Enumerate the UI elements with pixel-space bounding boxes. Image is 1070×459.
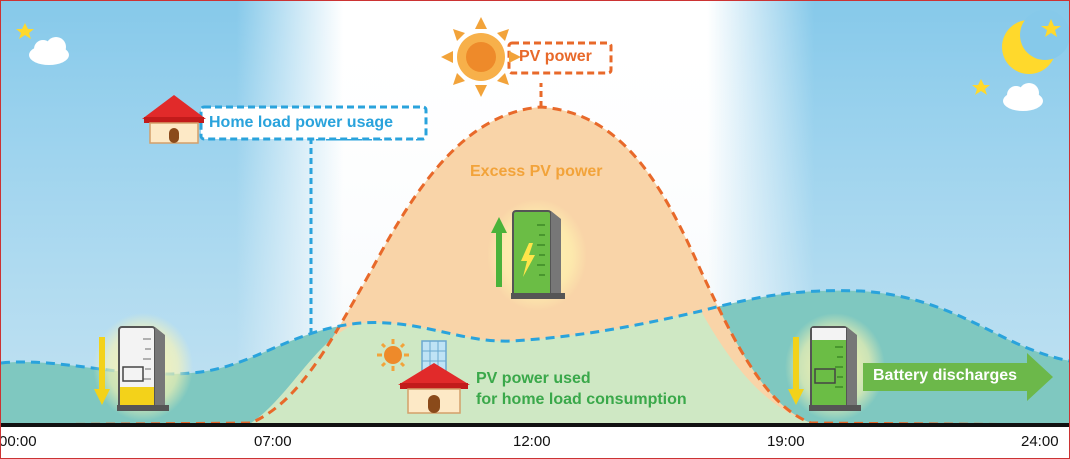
cloud-icon [29,37,69,65]
solar-house-icon [398,340,470,414]
battery-icon [93,313,193,421]
sun-icon [377,339,409,371]
moon-icon [1002,10,1069,74]
time-tick: 19:00 [767,433,805,450]
pv-used-label-line2: for home load consumption [476,391,687,408]
cloud-icon [1003,83,1043,111]
battery-icon [785,313,885,421]
time-tick: 24:00 [1021,433,1059,450]
star-icon [972,79,990,95]
arrow-down-icon [788,337,804,405]
pv-used-area [251,311,811,423]
star-icon [1041,19,1061,37]
pv-power-label: PV power [519,48,592,65]
sun-icon [441,17,521,97]
arrow-down-icon [94,337,110,405]
battery-discharges-label: Battery discharges [873,367,1018,384]
home-load-label: Home load power usage [209,114,394,131]
house-icon [142,95,206,144]
time-tick: 07:00 [254,433,292,450]
time-tick: 12:00 [513,433,551,450]
time-tick: 00:00 [0,433,37,450]
battery-icon [487,199,587,311]
pv-used-label-line1: PV power used [476,370,591,387]
pv-power-label-box [507,41,613,75]
home-load-curve [1,289,1069,376]
arrow-right-icon [863,353,1053,401]
arrow-up-icon [491,217,507,287]
excess-pv-label: Excess PV power [470,163,603,180]
star-icon [16,23,34,39]
time-axis-line [1,423,1069,427]
